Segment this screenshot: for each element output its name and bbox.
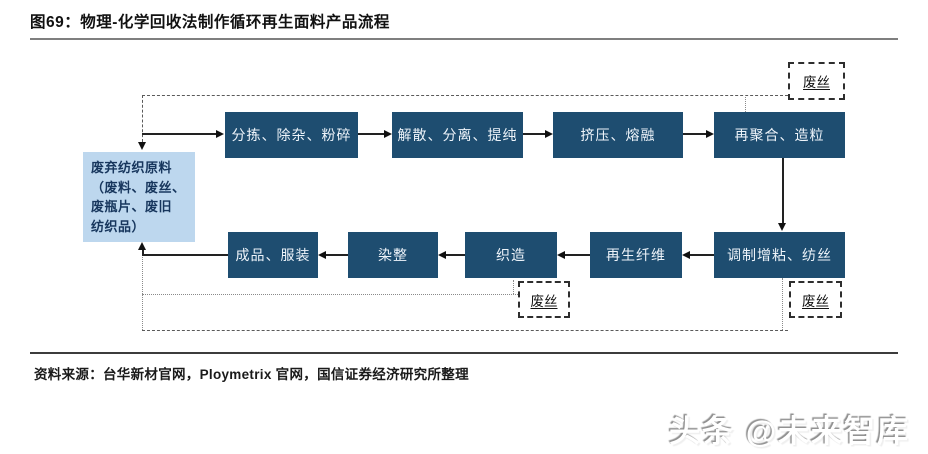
recycle-path-left-bottom [142, 257, 143, 330]
arrowhead-into-raw-material-bottom [138, 242, 146, 250]
waste-silk-box-middle: 废丝 [518, 281, 570, 318]
watermark: 头条 @未来智库 [669, 414, 910, 449]
waste-stub-repolymerize [745, 95, 746, 112]
recycle-path-top [142, 95, 788, 96]
source-note: 资料来源：台华新材官网，Ploymetrix 官网，国信证券经济研究所整理 [34, 367, 469, 382]
arrowhead-weaving [557, 251, 565, 259]
arrowhead-repolymerize [706, 130, 714, 138]
process-box-extrusion: 挤压、熔融 [553, 112, 683, 158]
connector-finished-to-raw [142, 254, 228, 256]
recycle-path-bottom [142, 330, 788, 331]
raw-material-line1: 废弃纺织原料 [91, 160, 173, 175]
recycle-path-left-top [142, 95, 143, 142]
process-box-repolymerize: 再聚合、造粒 [714, 112, 845, 158]
connector-start-to-sorting [142, 133, 216, 135]
process-box-finished-goods: 成品、服装 [228, 232, 318, 278]
process-box-recycled-fiber: 再生纤维 [590, 232, 682, 278]
connector-extrusion-repolymerize [683, 133, 707, 135]
arrowhead-dyeing [438, 251, 446, 259]
waste-stub-spinning [782, 278, 783, 330]
process-box-spinning: 调制增粘、纺丝 [714, 232, 845, 278]
arrowhead-finished-goods [318, 251, 326, 259]
raw-material-line3: 废瓶片、废旧 [91, 199, 173, 214]
raw-material-line4: 纺织品） [91, 218, 146, 234]
waste-silk-box-top: 废丝 [788, 62, 845, 100]
connector-repolymerize-spinning [782, 158, 784, 224]
recycle-path-mid-bottom [142, 294, 518, 295]
waste-stub-weaving [513, 280, 514, 294]
arrowhead-spinning [778, 223, 786, 231]
figure-title: 图69：物理-化学回收法制作循环再生面料产品流程 [30, 14, 390, 31]
connector-sorting-separation [358, 133, 385, 135]
process-box-separation: 解散、分离、提纯 [392, 112, 523, 158]
connector-weaving-dyeing [446, 254, 465, 256]
arrowhead-separation [384, 130, 392, 138]
raw-material-line2: （废料、废丝、 [91, 179, 186, 195]
arrowhead-recycled-fiber [682, 251, 690, 259]
footer-divider [30, 352, 898, 354]
process-box-weaving: 织造 [465, 232, 557, 278]
connector-separation-extrusion [523, 133, 546, 135]
process-box-sorting: 分拣、除杂、粉碎 [225, 112, 358, 158]
connector-dyeing-finished [326, 254, 348, 256]
arrowhead-extrusion [545, 130, 553, 138]
waste-silk-box-right: 废丝 [789, 281, 842, 318]
arrowhead-sorting [216, 130, 224, 138]
raw-material-box: 废弃纺织原料 （废料、废丝、 废瓶片、废旧 纺织品） [83, 152, 195, 242]
arrowhead-into-raw-material-top [138, 142, 146, 150]
title-divider [30, 38, 898, 40]
connector-spinning-fiber [690, 254, 714, 256]
connector-fiber-weaving [565, 254, 590, 256]
process-box-dyeing: 染整 [348, 232, 438, 278]
waste-silk-label: 废丝 [802, 293, 829, 309]
waste-silk-label: 废丝 [803, 75, 830, 90]
waste-silk-label: 废丝 [530, 293, 558, 309]
connector-finished-to-raw-vertical [142, 249, 144, 256]
